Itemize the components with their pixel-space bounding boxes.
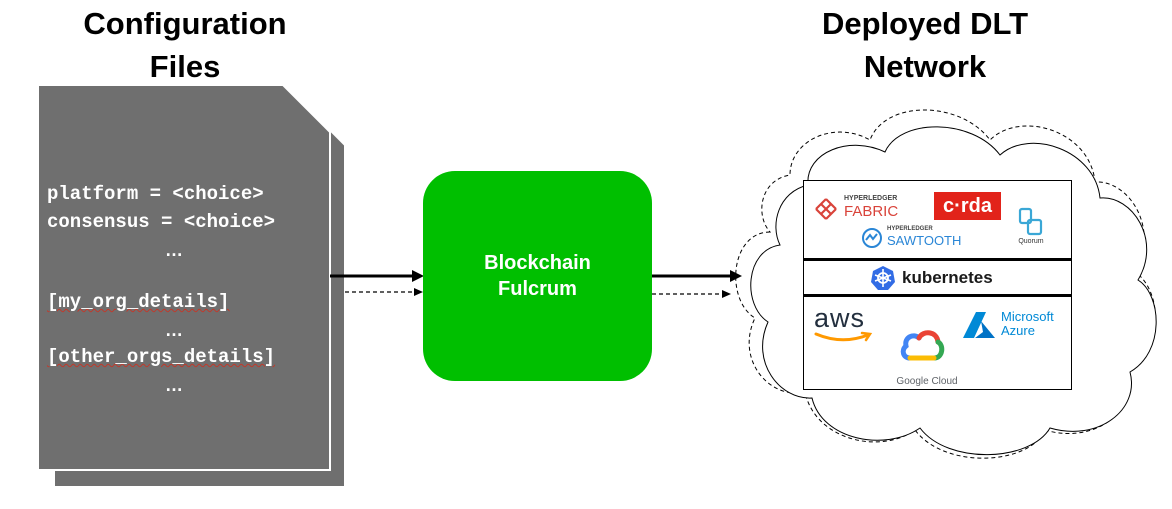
azure-icon [963,312,995,338]
dlt-title-line2: Network [863,49,987,84]
platform-line: platform = <choice> [47,183,264,205]
quorum-logo: Quorum [1013,207,1049,251]
aws-label: aws [814,303,866,333]
fabric-icon [815,198,837,220]
sawtooth-label: SAWTOOTH [887,233,962,248]
aws-smile-icon [814,331,873,342]
google-cloud-label: Google Cloud [896,376,958,387]
arrow-head [722,290,731,298]
quorum-icon [1018,207,1043,236]
consensus-line: consensus = <choice> [47,211,276,233]
ellipsis: … [165,320,183,340]
google-cloud-logo: Google Cloud [887,326,967,388]
divider [804,294,1071,297]
config-document-front [37,84,331,471]
hyperledger-label: HYPERLEDGER [887,226,933,232]
other-orgs-details-line: [other_orgs_details] [47,346,276,368]
divider [804,258,1071,261]
platform-logos-box: HYPERLEDGER FABRIC c·rda HYPERLEDGER SAW… [803,180,1072,390]
fabric-label: FABRIC [844,203,899,220]
config-title-line2: Files [149,49,221,84]
sawtooth-icon [862,228,882,248]
arrow-head [730,270,742,282]
fulcrum-label-line1: Blockchain [484,252,591,274]
dlt-title-line1: Deployed DLT [821,6,1029,41]
blockchain-fulcrum-box: Blockchain Fulcrum [423,171,652,381]
corda-logo: c·rda [934,192,1001,220]
deployed-dlt-title: Deployed DLT Network [760,2,1090,88]
ellipsis: … [165,375,183,395]
aws-logo: aws [814,303,873,342]
microsoft-label: Microsoft [1001,309,1054,324]
ellipsis: … [165,240,183,260]
fulcrum-label-line2: Fulcrum [498,278,577,300]
config-title-line1: Configuration [83,6,287,41]
hyperledger-label: HYPERLEDGER [844,195,898,202]
arrow-head [414,288,423,296]
arrow-head [412,270,424,282]
kubernetes-icon [871,266,895,290]
my-org-details-line: [my_org_details] [47,291,230,313]
kubernetes-label: kubernetes [902,268,993,287]
azure-label: Azure [1001,323,1035,338]
google-cloud-icon [900,330,945,361]
quorum-label: Quorum [1018,238,1044,245]
configuration-files-title: Configuration Files [40,2,330,88]
